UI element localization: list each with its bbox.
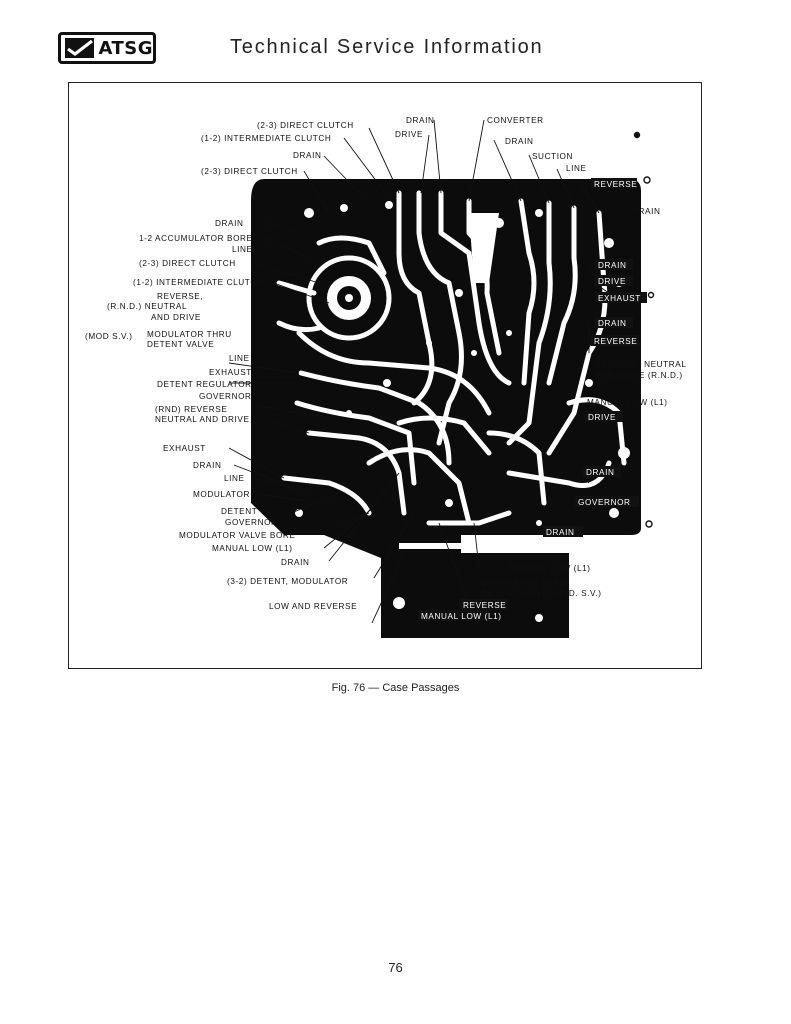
label-modulator-valve-bore: MODULATOR VALVE BORE (179, 531, 296, 540)
label-reverse-right-mid: REVERSE (594, 337, 637, 346)
label-mod-sv: (MOD S.V.) (85, 332, 133, 341)
label-modulator: MODULATOR (193, 490, 250, 499)
label-drain-left: DRAIN (215, 219, 243, 228)
label-governor-lower: GOVERNOR (225, 518, 278, 527)
label-neutral-and-drive: NEUTRAL AND DRIVE (155, 415, 250, 424)
label-reverse: REVERSE, (157, 292, 203, 301)
label-drain-right-top: DRAIN (632, 207, 660, 216)
leader-lines (228, 119, 610, 624)
label-drive-top: DRIVE (395, 130, 423, 139)
figure-frame: (2-3) DIRECT CLUTCH (1-2) INTERMEDIATE C… (68, 82, 702, 669)
label-exhaust-right: EXHAUST (598, 294, 641, 303)
label-drain-bottom-right: DRAIN (546, 528, 574, 537)
label-drain-top: DRAIN (406, 116, 434, 125)
label-manual-low-bottom-2: MANUAL LOW (L1) (421, 612, 502, 621)
label-governor-left: GOVERNOR (199, 392, 252, 401)
label-detent-regulator: DETENT REGULATOR (157, 380, 252, 389)
label-line-top: LINE (566, 164, 587, 173)
case-body (251, 179, 641, 638)
case-passages-diagram: (2-3) DIRECT CLUTCH (1-2) INTERMEDIATE C… (85, 116, 687, 638)
label-governor-right: GOVERNOR (578, 498, 631, 507)
label-modulator-thru: MODULATOR THRU (147, 330, 232, 339)
label-1-2-intermediate-clutch-top: (1-2) INTERMEDIATE CLUTCH (201, 134, 331, 143)
label-drain-right-lower: DRAIN (586, 468, 614, 477)
label-3-2-detent-modulator: (3-2) DETENT, MODULATOR (227, 577, 348, 586)
logo-text: ATSG (98, 37, 153, 59)
label-manual-low-right: MANUAL LOW (L1) (587, 398, 668, 407)
label-exhaust-lower: EXHAUST (163, 444, 206, 453)
label-drain-top-right: DRAIN (505, 137, 533, 146)
label-2-3-direct-clutch-mid: (2-3) DIRECT CLUTCH (139, 259, 236, 268)
label-drain-lower: DRAIN (193, 461, 221, 470)
label-rnd-neutral: (R.N.D.) NEUTRAL (107, 302, 187, 311)
bolt-hole-marks (633, 131, 655, 528)
label-drain-bottom-left: DRAIN (281, 558, 309, 567)
label-drain-top-left: DRAIN (293, 151, 321, 160)
label-drive-right-lower: DRIVE (588, 413, 616, 422)
label-manual-low-bottom: MANUAL LOW (L1) (510, 564, 591, 573)
label-suction: SUCTION (532, 152, 573, 161)
label-drain-right-mid: DRAIN (598, 319, 626, 328)
label-modulator-thru-bottom: MODULATOR THRU (481, 579, 566, 588)
checkmark-icon (65, 38, 95, 58)
page-title: Technical Service Information (230, 36, 544, 58)
label-line-left-upper: LINE (232, 245, 253, 254)
atsg-logo: ATSG (58, 32, 156, 64)
label-reverse-right: REVERSE (594, 180, 637, 189)
label-2-3-direct-clutch-upper: (2-3) DIRECT CLUTCH (201, 167, 298, 176)
label-and-drive: AND DRIVE (151, 313, 201, 322)
label-accumulator-bore: 1-2 ACCUMULATOR BORE (139, 234, 253, 243)
label-detent-valve: DETENT VALVE (147, 340, 214, 349)
label-rnd-reverse: (RND) REVERSE (155, 405, 227, 414)
label-drain-right: DRAIN (598, 261, 626, 270)
label-low-and-reverse: LOW AND REVERSE (269, 602, 357, 611)
label-reverse-bottom: REVERSE (463, 601, 506, 610)
label-detent: DETENT (221, 507, 257, 516)
figure-labels: (2-3) DIRECT CLUTCH (1-2) INTERMEDIATE C… (85, 116, 687, 621)
label-manual-low-left: MANUAL LOW (L1) (212, 544, 293, 553)
label-and-drive-rnd: AND DRIVE (R.N.D.) (595, 371, 683, 380)
page-number: 76 (388, 960, 403, 975)
figure-caption: Fig. 76 — Case Passages (331, 682, 460, 694)
label-drive-right: DRIVE (598, 277, 626, 286)
label-line-left-mid: LINE (229, 354, 250, 363)
label-1-2-intermediate-clutch-mid: (1-2) INTERMEDIATE CLUTCH (133, 278, 263, 287)
label-2-3-direct-clutch-top: (2-3) DIRECT CLUTCH (257, 121, 354, 130)
label-converter: CONVERTER (487, 116, 544, 125)
label-detent-valve-mod-sv: DETENT VALVE (MOD. S.V.) (481, 589, 602, 598)
label-reverse-neutral: REVERSE, NEUTRAL (595, 360, 687, 369)
label-line-lower: LINE (224, 474, 245, 483)
label-exhaust-left: EXHAUST (209, 368, 252, 377)
